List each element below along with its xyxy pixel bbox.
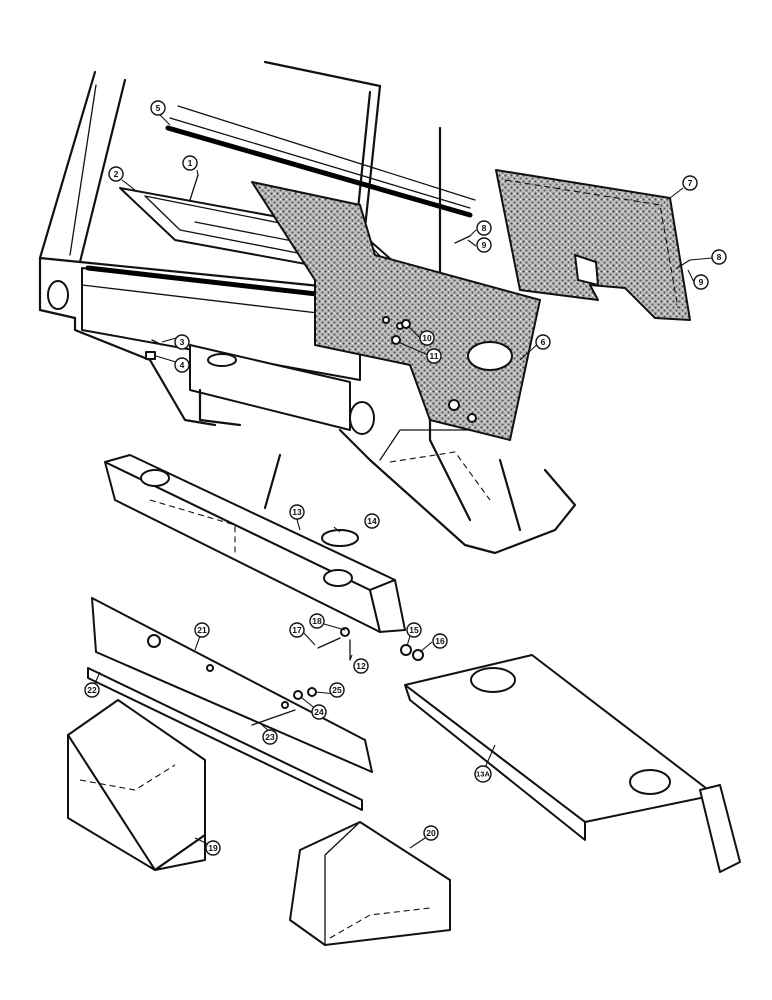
part-20-box <box>289 821 451 946</box>
callout-21: 21 <box>194 622 210 638</box>
callout-label: 13A <box>476 770 490 779</box>
callout-label: 17 <box>292 625 302 635</box>
part-6-mesh-panel <box>251 181 541 441</box>
callout-20: 20 <box>423 825 439 841</box>
callout-15: 15 <box>406 622 422 638</box>
callout-label: 16 <box>435 636 445 646</box>
part-13-panel <box>104 454 406 633</box>
callout-16: 16 <box>432 633 448 649</box>
callout-1: 1 <box>182 155 198 171</box>
callout-label: 2 <box>114 169 119 179</box>
callout-label: 9 <box>699 277 704 287</box>
hardware <box>145 174 691 726</box>
bolt-8a <box>454 235 471 244</box>
callout-label: 8 <box>482 223 487 233</box>
callout-label: 8 <box>717 252 722 262</box>
callout-label: 15 <box>409 625 419 635</box>
nut-4 <box>145 351 156 360</box>
front-crossmember <box>81 265 375 435</box>
callout-label: 20 <box>426 828 436 838</box>
part-14-plug <box>321 529 359 547</box>
callout-label: 6 <box>541 337 546 347</box>
part-22-strip <box>87 667 363 811</box>
callout-23: 23 <box>262 729 278 745</box>
callout-label: 18 <box>312 616 322 626</box>
part-21-plate <box>91 597 373 773</box>
callout-11: 11 <box>426 348 442 364</box>
callout-22: 22 <box>84 682 100 698</box>
callout-10: 10 <box>419 330 435 346</box>
callout-17: 17 <box>289 622 305 638</box>
callout-label: 14 <box>367 516 377 526</box>
callout-label: 25 <box>332 685 342 695</box>
callout-label: 10 <box>422 333 432 343</box>
callout-label: 4 <box>180 360 185 370</box>
callout-2: 2 <box>108 166 124 182</box>
callout-label: 19 <box>208 843 218 853</box>
bolt-1 <box>189 174 199 201</box>
callout-label: 23 <box>265 732 275 742</box>
callout-7: 7 <box>682 175 698 191</box>
callout-9b: 9 <box>693 274 709 290</box>
callout-5: 5 <box>150 100 166 116</box>
callout-14: 14 <box>364 513 380 529</box>
part-19-box <box>67 699 206 871</box>
callout-label: 7 <box>688 178 693 188</box>
part-13a-panel <box>404 654 741 873</box>
callout-label: 5 <box>156 103 161 113</box>
callout-label: 24 <box>314 707 324 717</box>
bolt-8b <box>676 259 691 269</box>
callout-label: 11 <box>430 351 439 361</box>
callout-label: 3 <box>180 337 185 347</box>
callout-19: 19 <box>205 840 221 856</box>
callout-8b: 8 <box>711 249 727 265</box>
callout-13: 13 <box>289 504 305 520</box>
callout-8a: 8 <box>476 220 492 236</box>
washer-15 <box>400 644 412 656</box>
callout-label: 21 <box>197 625 207 635</box>
callout-3: 3 <box>174 334 190 350</box>
callout-label: 1 <box>188 158 193 168</box>
callout-12: 12 <box>353 658 369 674</box>
callout-4: 4 <box>174 357 190 373</box>
callout-label: 12 <box>356 661 366 671</box>
washer-3 <box>151 339 163 346</box>
callout-label: 22 <box>87 685 97 695</box>
callout-9a: 9 <box>476 237 492 253</box>
callout-13a: 13A <box>474 765 492 783</box>
callout-6: 6 <box>535 334 551 350</box>
callout-18: 18 <box>309 613 325 629</box>
bolt-23 <box>251 709 296 726</box>
bolt-17 <box>317 637 341 649</box>
callout-label: 13 <box>292 507 302 517</box>
callout-24: 24 <box>311 704 327 720</box>
callout-label: 9 <box>482 240 487 250</box>
part-5-seal-strip <box>165 105 476 218</box>
nut-25 <box>307 687 317 697</box>
washer-24 <box>293 690 303 700</box>
part-7-mesh-panel <box>495 169 691 321</box>
part-13-arrow <box>263 453 282 510</box>
nut-16 <box>412 649 424 661</box>
callout-25: 25 <box>329 682 345 698</box>
